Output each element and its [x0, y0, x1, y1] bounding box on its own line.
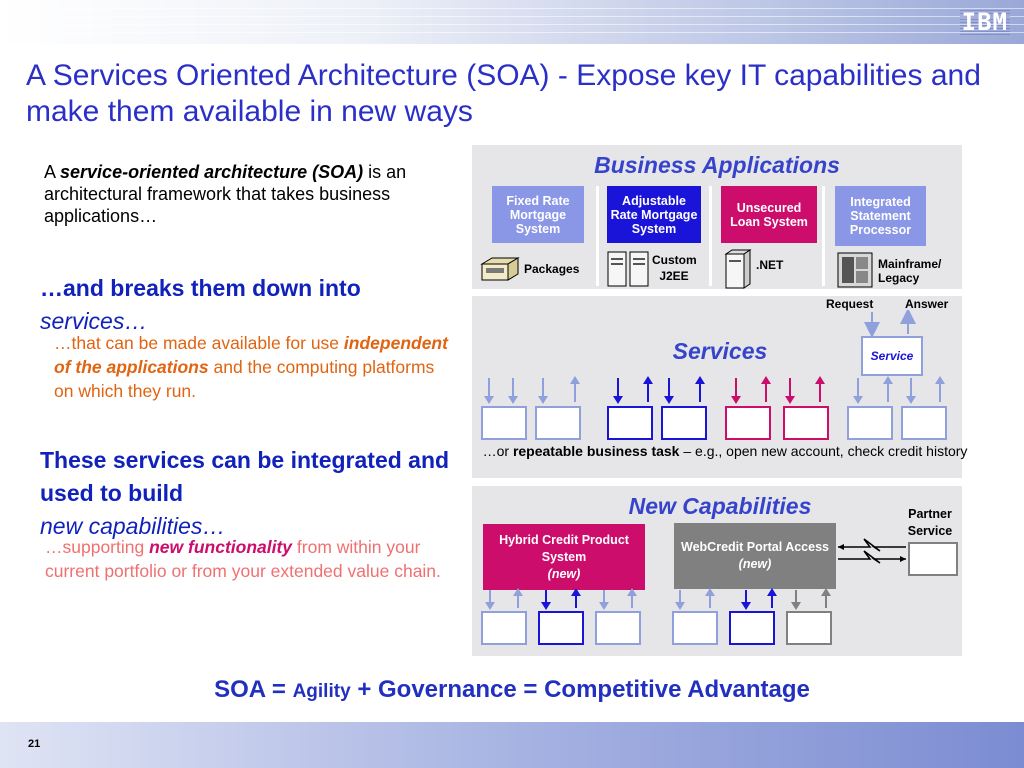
- page-number: 21: [28, 738, 41, 750]
- services-heading-italic: services…: [40, 308, 148, 334]
- mainframe-icon: [837, 252, 873, 288]
- up-arrow-icon: [627, 588, 637, 608]
- integrate-heading-italic: new capabilities…: [40, 513, 226, 539]
- header-band: [0, 0, 1024, 44]
- services-heading: …and breaks them down into services…: [40, 275, 361, 334]
- custom-j2ee-label: Custom J2EE: [652, 253, 697, 283]
- custom-j2ee-icon: [607, 251, 649, 287]
- up-arrow-icon: [767, 588, 777, 608]
- services-caption: …or repeatable business task – e.g., ope…: [482, 443, 968, 459]
- business-applications-title: Business Applications: [594, 152, 840, 178]
- slide-title: A Services Oriented Architecture (SOA) -…: [26, 59, 981, 128]
- up-arrow-icon: [821, 588, 831, 608]
- service-component-box: [725, 406, 771, 440]
- new-functionality-detail: …supporting new functionality from withi…: [45, 537, 441, 581]
- down-arrow-icon: [613, 378, 623, 404]
- service-component-box: [538, 611, 584, 645]
- up-arrow-icon: [695, 376, 705, 402]
- divider: [822, 186, 825, 286]
- up-arrow-icon: [761, 376, 771, 402]
- service-component-box: [661, 406, 707, 440]
- down-arrow-icon: [906, 378, 916, 404]
- app-adjustable-rate: Adjustable Rate Mortgage System: [607, 186, 701, 243]
- service-component-box: [535, 406, 581, 440]
- service-component-box: [481, 406, 527, 440]
- intro-paragraph: A service-oriented architecture (SOA) is…: [44, 161, 459, 227]
- capability-arrows: [485, 588, 831, 610]
- service-component-box: [607, 406, 653, 440]
- partner-service-box: [908, 542, 958, 576]
- lightning-connection-icon: [838, 538, 906, 564]
- up-arrow-icon: [513, 588, 523, 608]
- intro-lead: A: [44, 162, 61, 182]
- mainframe-label: Mainframe/ Legacy: [878, 257, 942, 285]
- down-arrow-icon: [484, 378, 494, 404]
- service-component-box: [786, 611, 832, 645]
- service-arrows: [484, 376, 945, 404]
- service-component-box: [672, 611, 718, 645]
- down-arrow-icon: [675, 590, 685, 610]
- soa-formula: SOA = Agility + Governance = Competitive…: [214, 676, 810, 703]
- partner-service-label: Partner Service: [907, 507, 953, 538]
- down-arrow-icon: [785, 378, 795, 404]
- service-component-box: [481, 611, 527, 645]
- dotnet-server-icon: [724, 249, 752, 289]
- new-functionality-emphasis: new functionality: [149, 537, 293, 557]
- request-label: Request: [826, 297, 874, 311]
- divider: [596, 186, 599, 286]
- up-arrow-icon: [643, 376, 653, 402]
- down-arrow-icon: [741, 590, 751, 610]
- services-title: Services: [672, 338, 768, 364]
- down-arrow-icon: [791, 590, 801, 610]
- repeatable-task-emphasis: repeatable business task: [512, 443, 680, 459]
- service-component-box: [847, 406, 893, 440]
- services-detail: …that can be made available for use inde…: [54, 333, 448, 401]
- service-component-box: [901, 406, 947, 440]
- packages-icon: [480, 257, 520, 281]
- divider: [709, 186, 712, 286]
- answer-label: Answer: [905, 297, 949, 311]
- webcredit-box: WebCredit Portal Access (new): [674, 523, 836, 589]
- packages-label: Packages: [524, 262, 580, 276]
- down-arrow-icon: [731, 378, 741, 404]
- service-component-box: [783, 406, 829, 440]
- down-arrow-icon: [599, 590, 609, 610]
- up-arrow-icon: [935, 376, 945, 402]
- down-arrow-icon: [541, 590, 551, 610]
- integrate-heading: These services can be integrated and use…: [40, 447, 450, 539]
- app-fixed-rate: Fixed Rate Mortgage System: [492, 186, 584, 243]
- footer-band: [0, 722, 1024, 768]
- ibm-logo: IBM: [959, 8, 1010, 36]
- down-arrow-icon: [538, 378, 548, 404]
- new-capabilities-title: New Capabilities: [628, 493, 812, 519]
- app-integrated-statement: Integrated Statement Processor: [835, 186, 926, 246]
- down-arrow-icon: [853, 378, 863, 404]
- hybrid-credit-box: Hybrid Credit Product System (new): [483, 524, 645, 590]
- up-arrow-icon: [883, 376, 893, 402]
- request-answer-arrows: [864, 310, 916, 336]
- soa-term: service-oriented architecture (SOA): [60, 162, 364, 182]
- dotnet-label: .NET: [756, 258, 784, 272]
- services-panel: [472, 296, 962, 478]
- up-arrow-icon: [815, 376, 825, 402]
- up-arrow-icon: [570, 376, 580, 402]
- service-component-box: [729, 611, 775, 645]
- service-component-box: [595, 611, 641, 645]
- service-box: Service: [861, 336, 923, 376]
- independent-emphasis: independent of the applications: [54, 333, 448, 377]
- up-arrow-icon: [571, 588, 581, 608]
- down-arrow-icon: [664, 378, 674, 404]
- app-unsecured-loan: Unsecured Loan System: [721, 186, 817, 243]
- down-arrow-icon: [485, 590, 495, 610]
- down-arrow-icon: [508, 378, 518, 404]
- up-arrow-icon: [705, 588, 715, 608]
- intro-rest: is an architectural framework that takes…: [44, 162, 407, 226]
